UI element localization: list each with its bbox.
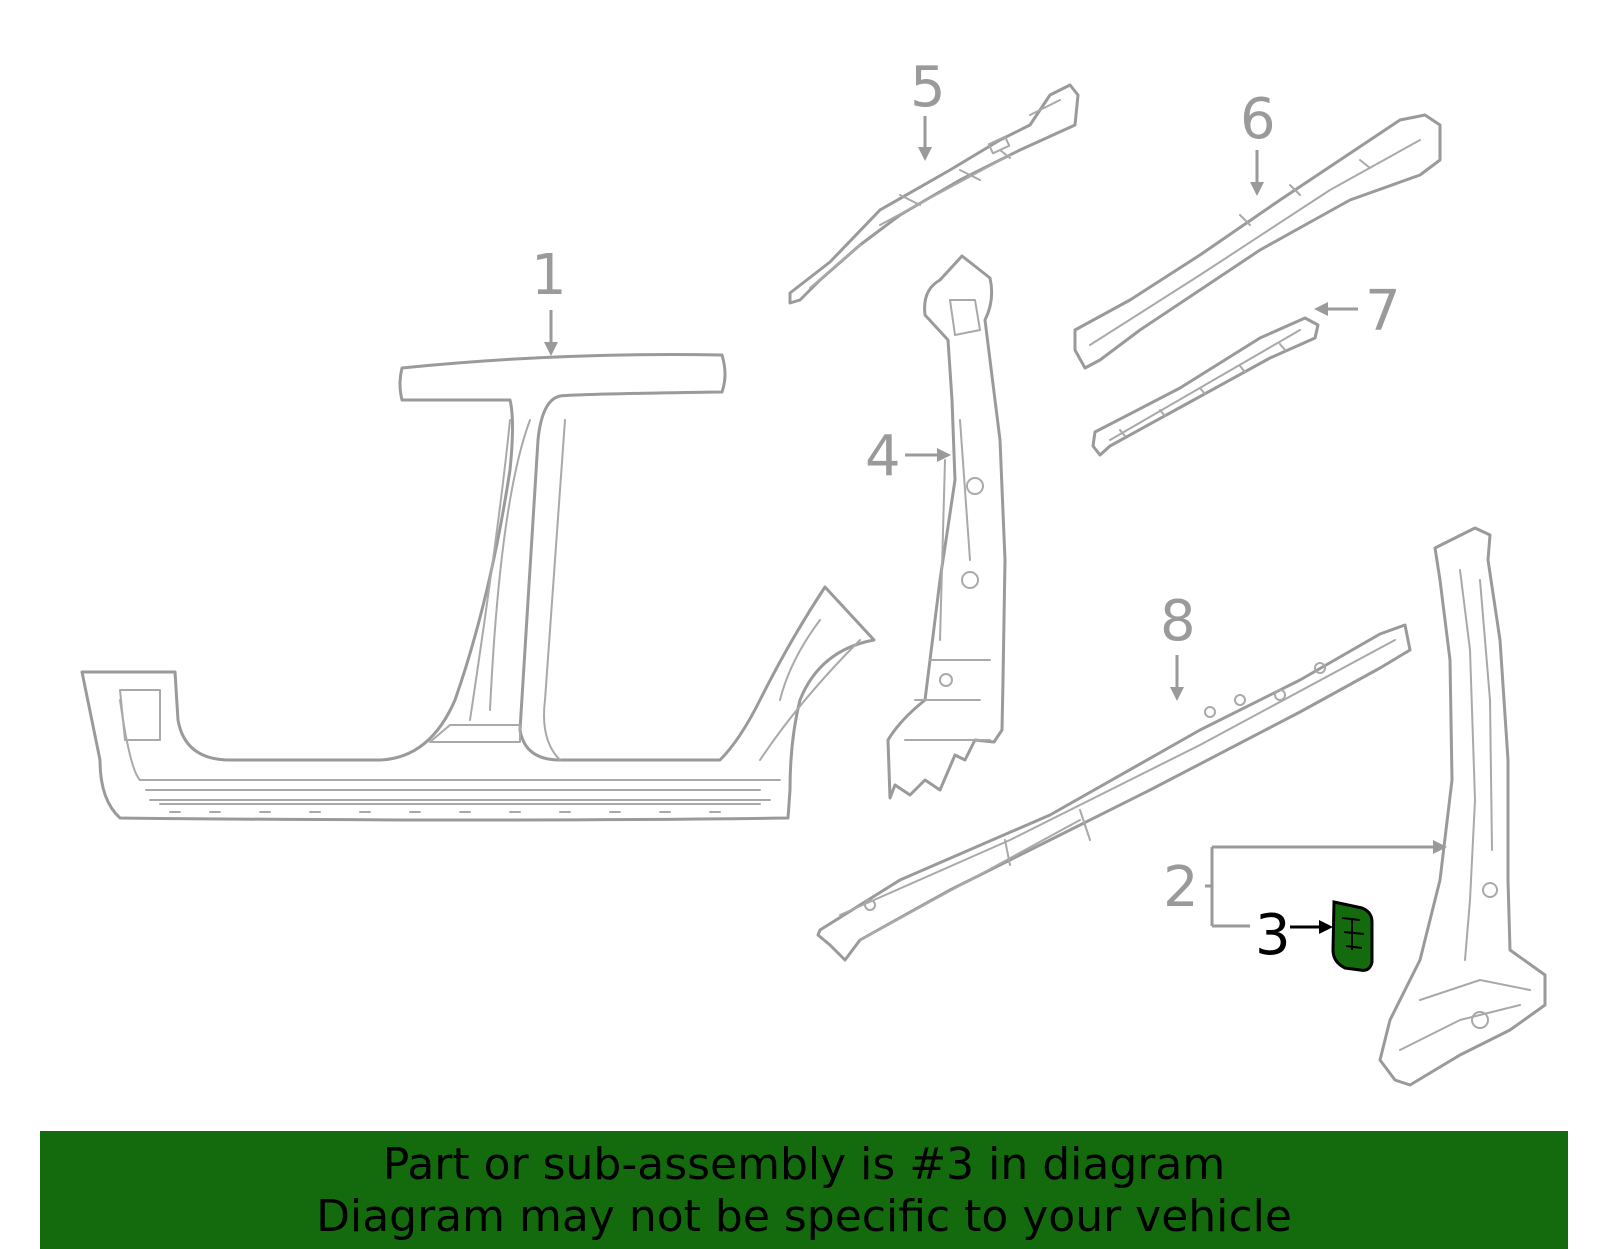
svg-text:2: 2 bbox=[1163, 855, 1199, 920]
svg-text:1: 1 bbox=[531, 243, 567, 308]
part-3-highlighted-bracket[interactable] bbox=[1331, 900, 1374, 972]
part-4-pillar[interactable] bbox=[886, 254, 1007, 800]
banner-line-1: Part or sub-assembly is #3 in diagram bbox=[382, 1139, 1226, 1190]
svg-text:7: 7 bbox=[1365, 279, 1401, 344]
svg-text:5: 5 bbox=[910, 55, 946, 120]
part-1-side-frame[interactable] bbox=[80, 353, 876, 822]
part-8-rocker-sill[interactable] bbox=[816, 623, 1412, 962]
svg-text:4: 4 bbox=[865, 424, 901, 489]
callout-4: 4 bbox=[865, 424, 951, 489]
svg-text:6: 6 bbox=[1240, 87, 1276, 152]
info-banner: Part or sub-assembly is #3 in diagram Di… bbox=[40, 1131, 1568, 1249]
part-6-roof-rail-rear[interactable] bbox=[1073, 113, 1442, 370]
callout-7: 7 bbox=[1314, 279, 1401, 344]
banner-line-2: Diagram may not be specific to your vehi… bbox=[316, 1191, 1292, 1242]
callout-1: 1 bbox=[531, 243, 567, 356]
part-5-roof-rail[interactable] bbox=[788, 83, 1080, 305]
callout-6: 6 bbox=[1240, 87, 1276, 196]
svg-text:8: 8 bbox=[1160, 589, 1196, 654]
svg-text:3: 3 bbox=[1255, 903, 1291, 968]
part-7-reinforcement[interactable] bbox=[1091, 316, 1320, 457]
callout-2: 2 bbox=[1163, 840, 1447, 928]
callout-8: 8 bbox=[1160, 589, 1196, 701]
callout-3-highlighted: 3 bbox=[1255, 903, 1333, 968]
part-2-b-pillar[interactable] bbox=[1378, 526, 1547, 1087]
callout-5: 5 bbox=[910, 55, 946, 161]
